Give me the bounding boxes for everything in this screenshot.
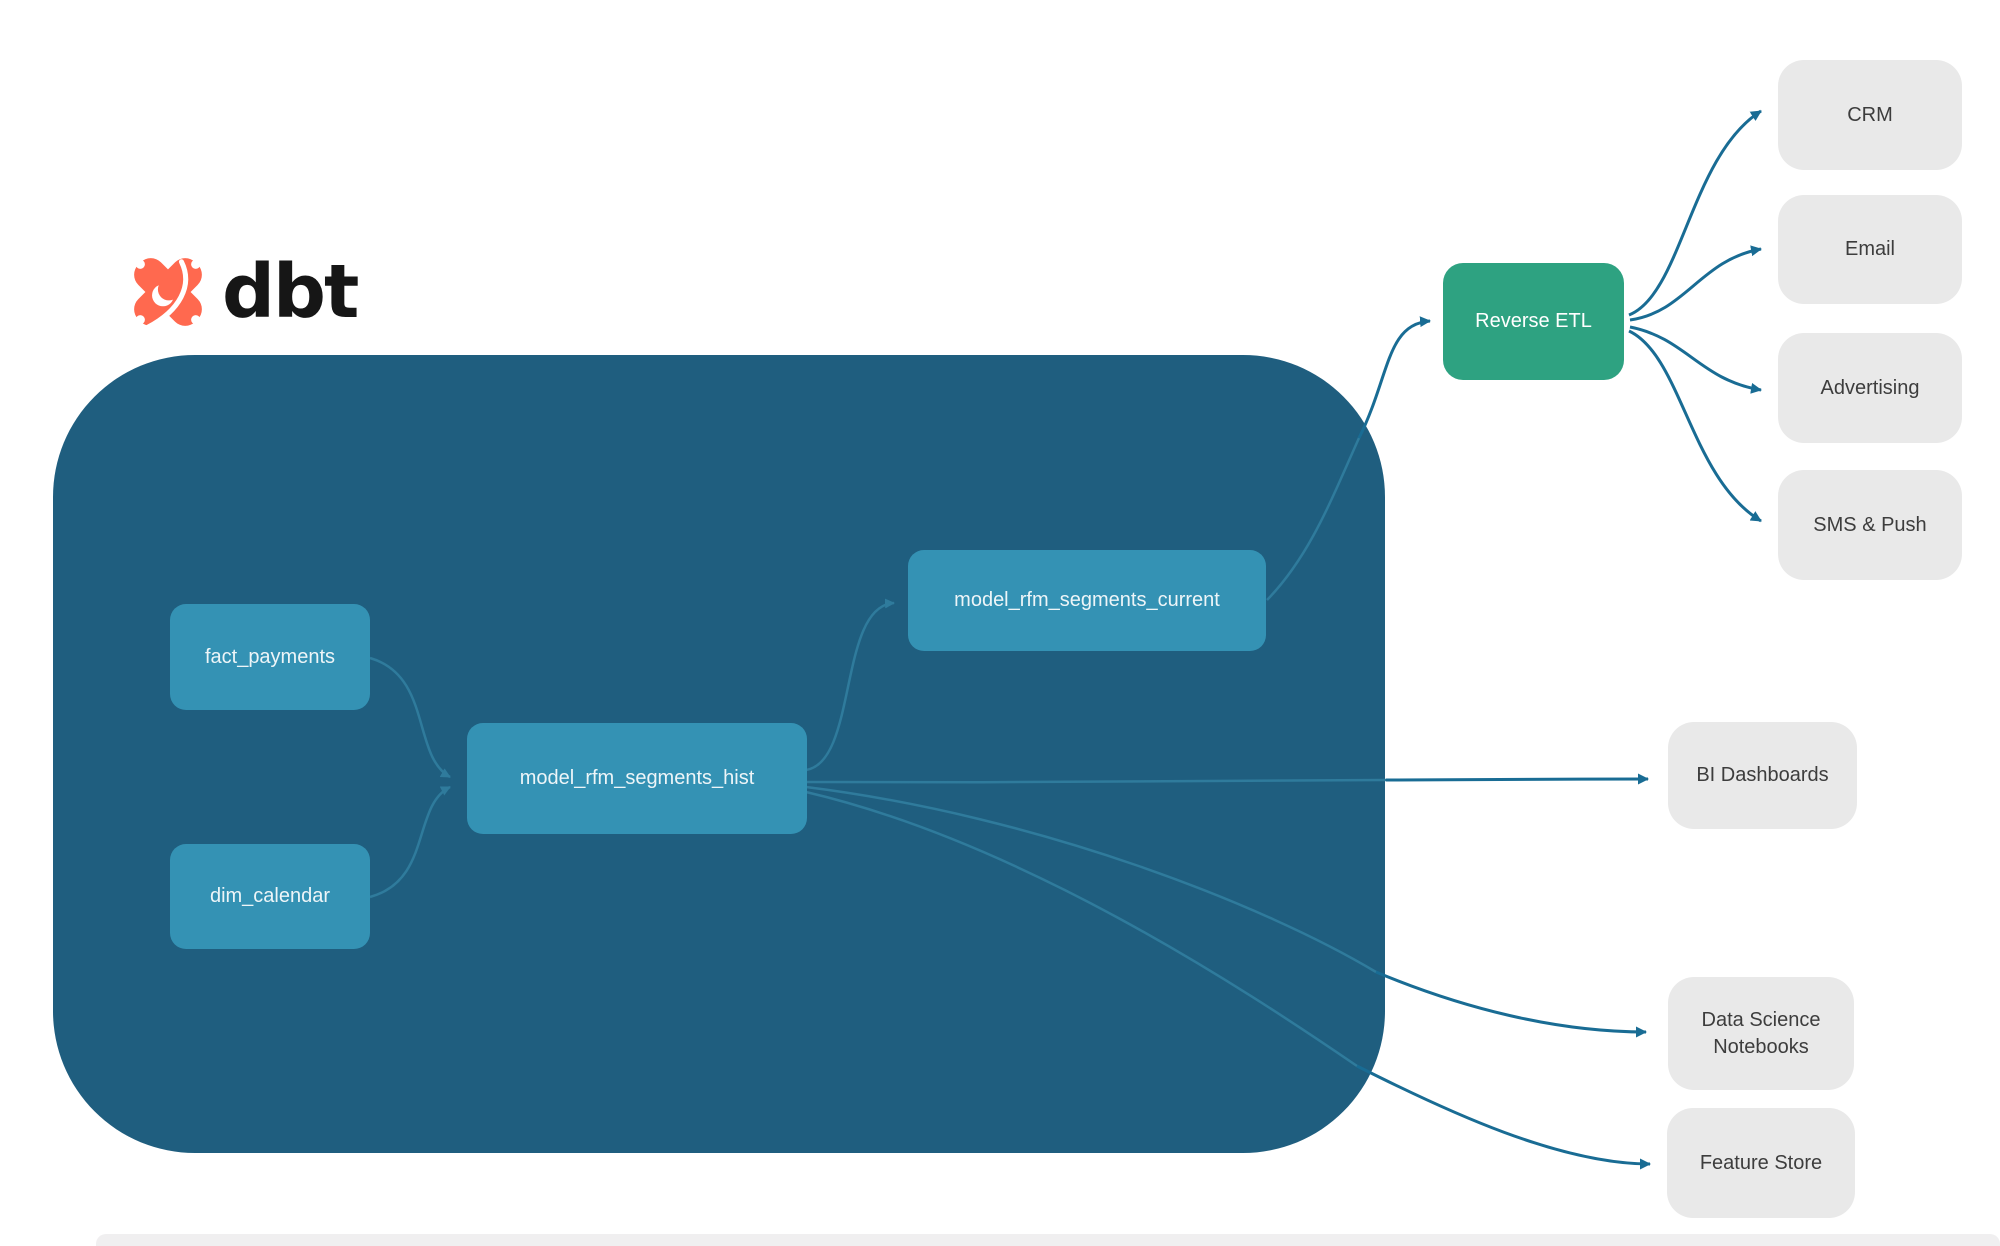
dbt-logo: dbt: [126, 249, 359, 335]
dest-advertising-label: Advertising: [1820, 376, 1920, 399]
node-dim-calendar: dim_calendar: [170, 844, 370, 949]
edge-to-feature-store: [1356, 1064, 1651, 1170]
dest-data-science-notebooks: Data Science Notebooks: [1668, 977, 1854, 1090]
edge-to-data-science-notebooks: [1375, 970, 1647, 1038]
edge-reverse-etl-to-email: [1629, 245, 1762, 322]
edge-to-bi-dashboards: [1385, 773, 1649, 785]
node-fact-payments-label: fact_payments: [204, 645, 336, 668]
edge-current-to-reverse-etl-outer: [1357, 316, 1431, 439]
node-model-rfm-segments-current: model_rfm_segments_current: [908, 550, 1266, 651]
dest-advertising: Advertising: [1778, 333, 1962, 443]
edge-reverse-etl-to-advertising: [1629, 325, 1762, 394]
dbt-logo-text: dbt: [222, 249, 359, 335]
dest-feature-store-label: Feature Store: [1699, 1151, 1823, 1174]
dest-sms-push: SMS & Push: [1778, 470, 1962, 580]
dest-feature-store: Feature Store: [1667, 1108, 1855, 1218]
node-model-rfm-segments-current-label: model_rfm_segments_current: [954, 589, 1220, 611]
node-reverse-etl-label: Reverse ETL: [1475, 310, 1592, 332]
dest-email-label: Email: [1844, 238, 1895, 260]
dest-data-science-notebooks-label: Data Science Notebooks: [1701, 1008, 1821, 1058]
dbt-logo-icon: [134, 258, 202, 330]
node-dim-calendar-label: dim_calendar: [209, 885, 331, 907]
bottom-partial-panel: [96, 1234, 2000, 1246]
node-fact-payments: fact_payments: [170, 604, 370, 710]
dest-bi-dashboards-label: BI Dashboards: [1696, 764, 1829, 786]
node-model-rfm-segments-hist-label: model_rfm_segments_hist: [519, 767, 755, 789]
node-reverse-etl: Reverse ETL: [1443, 263, 1624, 380]
dest-email: Email: [1778, 195, 1962, 304]
dest-sms-push-label: SMS & Push: [1813, 513, 1927, 536]
node-model-rfm-segments-hist: model_rfm_segments_hist: [467, 723, 807, 834]
edge-reverse-etl-to-sms-push: [1628, 329, 1762, 523]
dest-bi-dashboards: BI Dashboards: [1668, 722, 1857, 829]
dest-crm-label: CRM: [1847, 103, 1893, 126]
dest-crm: CRM: [1778, 60, 1962, 170]
edge-reverse-etl-to-crm: [1628, 109, 1762, 317]
